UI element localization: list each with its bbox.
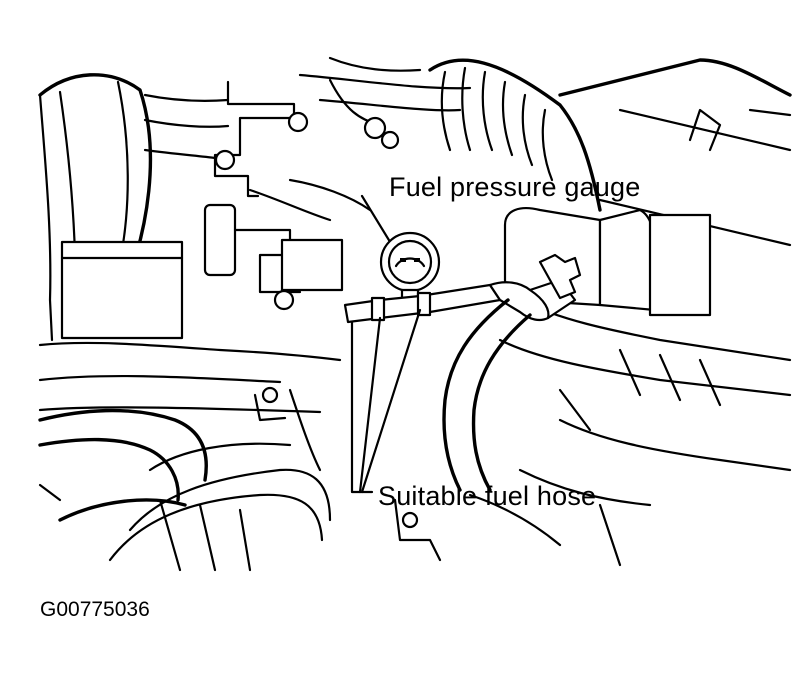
hose-leader-lines <box>350 308 422 494</box>
figure-id: G00775036 <box>40 598 150 621</box>
fuel-hose <box>343 253 582 492</box>
fuel-pressure-gauge <box>360 194 441 306</box>
fuel-rail-area <box>203 78 400 311</box>
sensor-block <box>60 240 184 340</box>
suitable-fuel-hose-label: Suitable fuel hose <box>378 481 597 511</box>
lower-engine-parts <box>38 341 652 572</box>
upper-pipes <box>298 56 472 112</box>
fuel-pressure-gauge-label: Fuel pressure gauge <box>389 172 641 202</box>
mounting-bracket <box>143 80 309 198</box>
ribbed-air-hose <box>428 58 602 212</box>
